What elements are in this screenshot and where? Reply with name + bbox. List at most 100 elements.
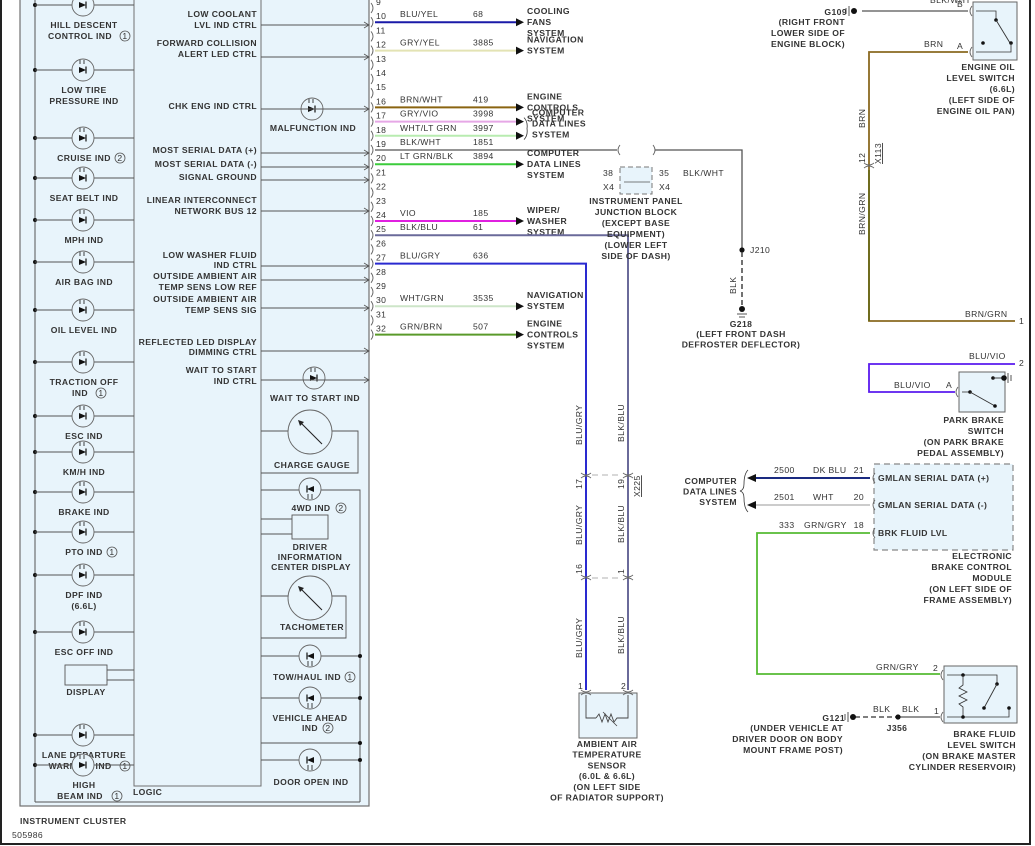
- sensor-box: [578, 692, 638, 739]
- diode-glyph: [307, 695, 314, 701]
- pin-number: 38: [603, 168, 613, 178]
- splice-dot: [895, 714, 901, 720]
- wait-to-start-ind: WAIT TO START IND: [270, 366, 360, 403]
- signal-arrow-icon: [363, 163, 370, 171]
- junction-block-label: (LOWER LEFT: [604, 240, 667, 250]
- cluster-title: INSTRUMENT CLUSTER: [20, 816, 127, 826]
- destination-label: SYSTEM: [527, 46, 565, 56]
- indicator-label: CONTROL IND: [48, 31, 112, 41]
- indicator-dpf-ind: DPF IND(6.6L): [33, 563, 134, 611]
- diode-glyph: [79, 135, 86, 141]
- wire-color-label: DK BLU: [813, 465, 846, 475]
- connector-terminal-icon: [370, 59, 374, 71]
- ground-point: [739, 306, 745, 312]
- signal-arrow-icon: [363, 304, 370, 312]
- indicator-label: PTO IND: [65, 547, 103, 557]
- circuit-number: 419: [473, 94, 489, 104]
- signal-arrow-icon: [363, 105, 370, 113]
- pin-label: B: [957, 0, 963, 9]
- destination-label: SYSTEM: [699, 497, 737, 507]
- connector-pin-25: 25: [370, 224, 386, 241]
- switch-label: (ON BRAKE MASTER: [922, 751, 1016, 761]
- switch-label: SWITCH: [968, 426, 1004, 436]
- pin-number: 1: [934, 706, 939, 716]
- connector-terminal-icon: [863, 165, 875, 169]
- note-circle-icon: [119, 760, 131, 772]
- connector-terminal-icon: [969, 46, 973, 58]
- circuit-number: 2500: [774, 465, 795, 475]
- connector-terminal-icon: [872, 472, 876, 484]
- destination-label: FANS: [527, 17, 552, 27]
- pin-number: 10: [376, 11, 386, 21]
- diode-glyph: [79, 732, 86, 738]
- pin-number: 22: [376, 182, 386, 192]
- switch-internal: [947, 708, 1010, 718]
- indicator-esc-off-ind: ESC OFF IND: [33, 620, 134, 657]
- note-circle-icon: [335, 502, 347, 514]
- indicator-label: TRACTION OFF: [50, 377, 119, 387]
- circuit-number: 1851: [473, 137, 494, 147]
- indicator-km-h-ind: KM/H IND: [33, 440, 134, 477]
- signal-arrow-icon: [363, 21, 370, 29]
- signal-label: WAIT TO START: [186, 365, 258, 375]
- connector-terminal-icon: [370, 286, 374, 298]
- wire-color-label: BRN/GRN: [965, 309, 1007, 319]
- signal-label: REFLECTED LED DISPLAY: [139, 337, 257, 347]
- wire-color-label: LT GRN/BLK: [400, 151, 453, 161]
- pin-number: 20: [854, 492, 864, 502]
- diode-glyph: [79, 629, 86, 635]
- wire: [655, 149, 743, 250]
- note-number: 1: [98, 388, 103, 398]
- destination-label: SYSTEM: [527, 28, 565, 38]
- note-circle-icon: [119, 30, 131, 42]
- indicator-label: PRESSURE IND: [49, 96, 118, 106]
- switch-label: ENGINE OIL PAN): [937, 106, 1015, 116]
- destination-label: ENGINE: [527, 319, 562, 329]
- pin-number: 32: [376, 324, 386, 334]
- indicator-esc-ind: ESC IND: [33, 404, 134, 441]
- pin-number: 15: [376, 82, 386, 92]
- pin-number: 21: [376, 167, 386, 177]
- signal-label: OUTSIDE AMBIENT AIR: [153, 271, 257, 281]
- component-label: CHARGE GAUGE: [274, 460, 350, 470]
- diode-glyph: [307, 653, 314, 659]
- indicator-label: KM/H IND: [63, 467, 105, 477]
- connector-pin-9: 9: [370, 0, 381, 14]
- module-label: BRAKE CONTROL: [931, 562, 1012, 572]
- connector-terminal-icon: [370, 31, 374, 42]
- connector-terminal-icon: [969, 5, 973, 17]
- indicator-brake-ind: BRAKE IND: [33, 480, 134, 517]
- pin-number: 12: [376, 40, 386, 50]
- switch-label: LEVEL SWITCH: [947, 740, 1016, 750]
- note-number: 2: [117, 153, 122, 163]
- component-label: INFORMATION: [278, 552, 342, 562]
- signal-label: SIGNAL GROUND: [179, 172, 257, 182]
- splice-name: J210: [750, 245, 770, 255]
- indicator-label: LOW TIRE: [61, 85, 106, 95]
- cluster-connector: 9101112131415161718192021222324252627282…: [370, 0, 386, 340]
- connector-terminal-icon: [622, 475, 634, 479]
- destination-label: CONTROLS: [527, 330, 578, 340]
- wire-color-label: BLK: [728, 277, 738, 294]
- pin-number: 17: [574, 479, 584, 489]
- signal-arrow-icon: [363, 262, 370, 270]
- connector-pin-20: 20: [370, 153, 386, 170]
- destination-label: SYSTEM: [527, 341, 565, 351]
- indicator-seat-belt-ind: SEAT BELT IND: [33, 166, 134, 203]
- arrow-icon: [747, 501, 756, 509]
- signal-label: LINEAR INTERCONNECT: [147, 195, 258, 205]
- pin-number: 12: [857, 153, 867, 163]
- note-circle-icon: [114, 152, 126, 164]
- pin-number: 19: [616, 479, 626, 489]
